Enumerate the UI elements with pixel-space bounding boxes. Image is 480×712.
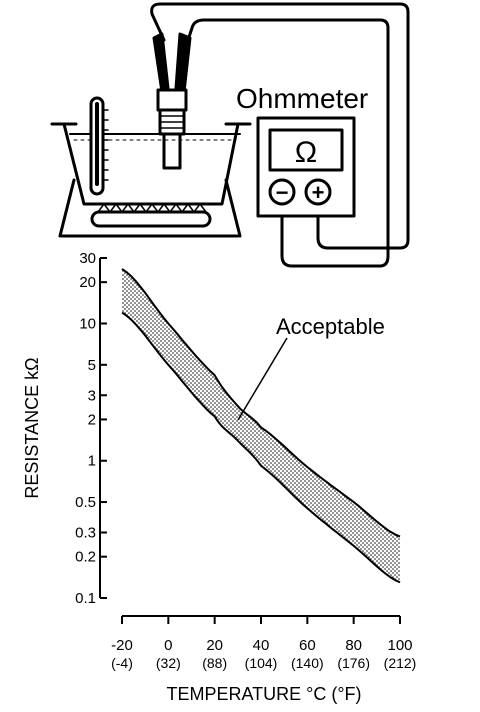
sensor-housing xyxy=(156,88,188,112)
x-tick-label-c: 20 xyxy=(206,637,223,654)
minus-terminal xyxy=(268,178,296,206)
x-tick-label-f: (140) xyxy=(291,655,324,671)
resistance-chart: 0.10.20.30.51235102030-20(-4)0(32)20(88)… xyxy=(22,250,416,704)
y-tick-label: 0.3 xyxy=(75,525,96,542)
plus-terminal xyxy=(304,178,332,206)
lead-wire-negative xyxy=(186,18,390,268)
upper-limit-line xyxy=(121,268,401,538)
x-tick-label-f: (32) xyxy=(156,655,181,671)
x-tick-label-f: (176) xyxy=(337,655,370,671)
ohm-symbol: Ω xyxy=(295,136,317,169)
x-axis-label: TEMPERATURE °C (°F) xyxy=(166,684,361,704)
lower-limit-line xyxy=(121,311,401,584)
ohmmeter-label: Ohmmeter xyxy=(236,83,368,114)
acceptable-band xyxy=(121,268,401,584)
minus-symbol: − xyxy=(276,180,289,205)
y-tick-label: 3 xyxy=(88,387,96,404)
test-setup-diagram xyxy=(50,2,410,268)
y-tick-label: 5 xyxy=(88,357,96,374)
lead-wire-positive xyxy=(150,2,410,250)
x-tick-label-c: 80 xyxy=(345,637,362,654)
y-tick-label: 0.2 xyxy=(75,549,96,566)
y-tick-label: 0.5 xyxy=(75,494,96,511)
x-tick-label-c: 40 xyxy=(253,637,270,654)
y-tick-label: 0.1 xyxy=(75,590,96,607)
burner xyxy=(90,210,212,228)
tick-labels: 0.10.20.30.51235102030-20(-4)0(32)20(88)… xyxy=(75,250,416,671)
x-tick-label-c: 100 xyxy=(387,637,412,654)
probe-clip-left xyxy=(152,32,170,94)
x-tick-label-f: (-4) xyxy=(111,655,133,671)
y-tick-label: 10 xyxy=(79,315,96,332)
probe-clip-right xyxy=(174,32,192,94)
burner-stand xyxy=(58,178,242,238)
acceptable-band-fill xyxy=(122,268,400,583)
x-tick-label-f: (88) xyxy=(202,655,227,671)
x-tick-label-f: (212) xyxy=(384,655,417,671)
x-tick-label-c: 60 xyxy=(299,637,316,654)
y-axis-label: RESISTANCE kΩ xyxy=(22,357,42,498)
x-tick-label-f: (104) xyxy=(245,655,278,671)
burner-flames xyxy=(97,203,207,213)
y-tick-label: 2 xyxy=(88,411,96,428)
plus-symbol: + xyxy=(312,180,325,205)
axes xyxy=(99,257,401,624)
x-tick-label-c: -20 xyxy=(111,637,133,654)
ohmmeter-display xyxy=(268,128,344,172)
x-tick-label-c: 0 xyxy=(164,637,172,654)
annotation-leader xyxy=(237,337,288,421)
sensor-tip xyxy=(162,132,182,170)
water-container xyxy=(50,122,252,206)
y-tick-label: 1 xyxy=(88,453,96,470)
y-tick-label: 20 xyxy=(79,274,96,291)
y-tick-label: 30 xyxy=(79,250,96,267)
annotation-acceptable: Acceptable xyxy=(276,314,385,339)
